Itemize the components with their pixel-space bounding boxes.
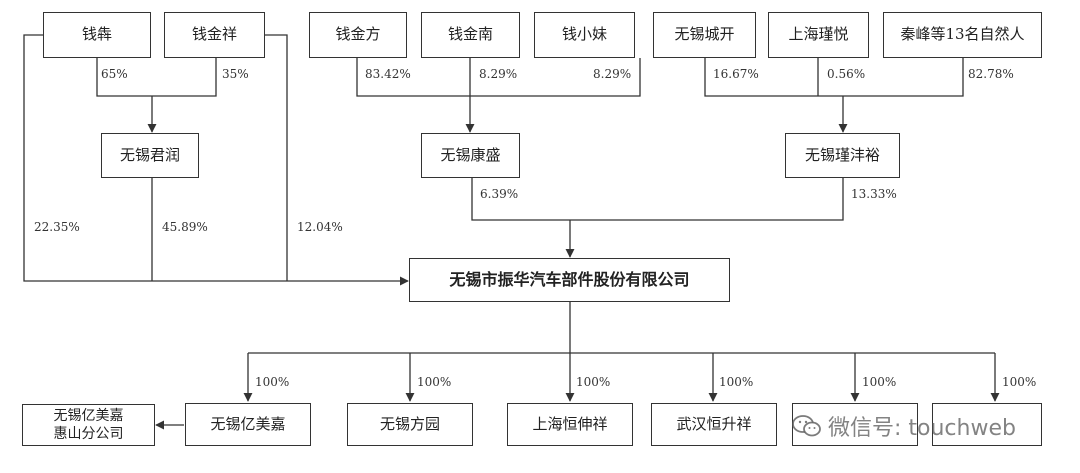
- pct-jinyue-to-jinfengyu: 0.56%: [827, 67, 866, 81]
- node-wuhan-hengshengxiang: 武汉恒升祥: [651, 403, 777, 446]
- node-qian-xin: 钱犇: [43, 12, 151, 58]
- node-label: 无锡君润: [119, 145, 180, 164]
- node-qian-jinnan: 钱金南: [421, 12, 520, 58]
- pct-sub-6: 100%: [1002, 375, 1037, 389]
- node-label: 无锡市振华汽车部件股份有限公司: [449, 269, 690, 289]
- node-subsidiary-6: [932, 403, 1042, 446]
- pct-qian-jinnan-to-kangsheng: 8.29%: [479, 67, 518, 81]
- pct-sub-hengshengxiang: 100%: [719, 375, 754, 389]
- watermark: 微信号: touchweb: [792, 410, 1016, 442]
- pct-kangsheng-to-company: 6.39%: [480, 187, 519, 201]
- pct-qian-xiaomei-to-kangsheng: 8.29%: [593, 67, 632, 81]
- node-wuxi-fangyuan: 无锡方园: [347, 403, 473, 446]
- node-label: 上海恒伸祥: [532, 414, 608, 433]
- pct-qian-jinfang-to-kangsheng: 83.42%: [365, 67, 411, 81]
- node-label: 无锡亿美嘉: [210, 414, 286, 433]
- pct-sub-fangyuan: 100%: [417, 375, 452, 389]
- node-label: 钱金方: [335, 25, 381, 44]
- pct-sub-hengshenxiang: 100%: [576, 375, 611, 389]
- node-wuxi-kangsheng: 无锡康盛: [421, 133, 520, 178]
- node-label-line2: 惠山分公司: [53, 426, 124, 442]
- pct-qian-jinxiang-to-junrun: 35%: [222, 67, 249, 81]
- node-qin-feng: 秦峰等13名自然人: [883, 12, 1042, 58]
- node-label: 上海瑾悦: [788, 25, 849, 44]
- pct-qian-jinxiang-to-company: 12.04%: [297, 220, 343, 234]
- node-branch-office: 无锡亿美嘉 惠山分公司: [22, 404, 155, 446]
- node-qian-xiaomei: 钱小妹: [534, 12, 635, 58]
- pct-jinfengyu-to-company: 13.33%: [851, 187, 897, 201]
- watermark-text: 微信号: touchweb: [828, 416, 1016, 441]
- node-label-line1: 无锡亿美嘉: [53, 407, 124, 424]
- node-label: 钱小妹: [561, 25, 607, 44]
- node-label: 钱金祥: [191, 25, 237, 44]
- pct-qian-xin-to-junrun: 65%: [101, 67, 128, 81]
- node-wuxi-jinfengyu: 无锡瑾沣裕: [785, 133, 900, 178]
- node-label: 无锡城开: [674, 25, 735, 44]
- node-label: 无锡瑾沣裕: [804, 145, 880, 164]
- node-wuxi-yimeijia: 无锡亿美嘉: [185, 403, 311, 446]
- pct-sub-yimeijia: 100%: [255, 375, 290, 389]
- node-label: 武汉恒升祥: [676, 414, 752, 433]
- node-qian-jinfang: 钱金方: [309, 12, 407, 58]
- node-wuxi-junrun: 无锡君润: [101, 133, 199, 178]
- pct-chengkai-to-jinfengyu: 16.67%: [713, 67, 759, 81]
- node-label: 钱犇: [81, 25, 112, 44]
- pct-junrun-to-company: 45.89%: [162, 220, 208, 234]
- node-label: 钱金南: [447, 25, 493, 44]
- node-qian-jinxiang: 钱金祥: [164, 12, 265, 58]
- pct-qian-xin-to-company: 22.35%: [34, 220, 80, 234]
- node-label: 无锡康盛: [440, 145, 501, 164]
- node-label: 无锡方园: [379, 414, 440, 433]
- node-shanghai-hengshenxiang: 上海恒伸祥: [507, 403, 633, 446]
- node-company: 无锡市振华汽车部件股份有限公司: [409, 258, 730, 302]
- node-shanghai-jinyue: 上海瑾悦: [768, 12, 869, 58]
- node-label: 秦峰等13名自然人: [900, 25, 1025, 44]
- pct-sub-5: 100%: [862, 375, 897, 389]
- wechat-icon: [792, 414, 822, 438]
- node-wuxi-chengkai: 无锡城开: [653, 12, 756, 58]
- pct-qinfeng-to-jinfengyu: 82.78%: [968, 67, 1014, 81]
